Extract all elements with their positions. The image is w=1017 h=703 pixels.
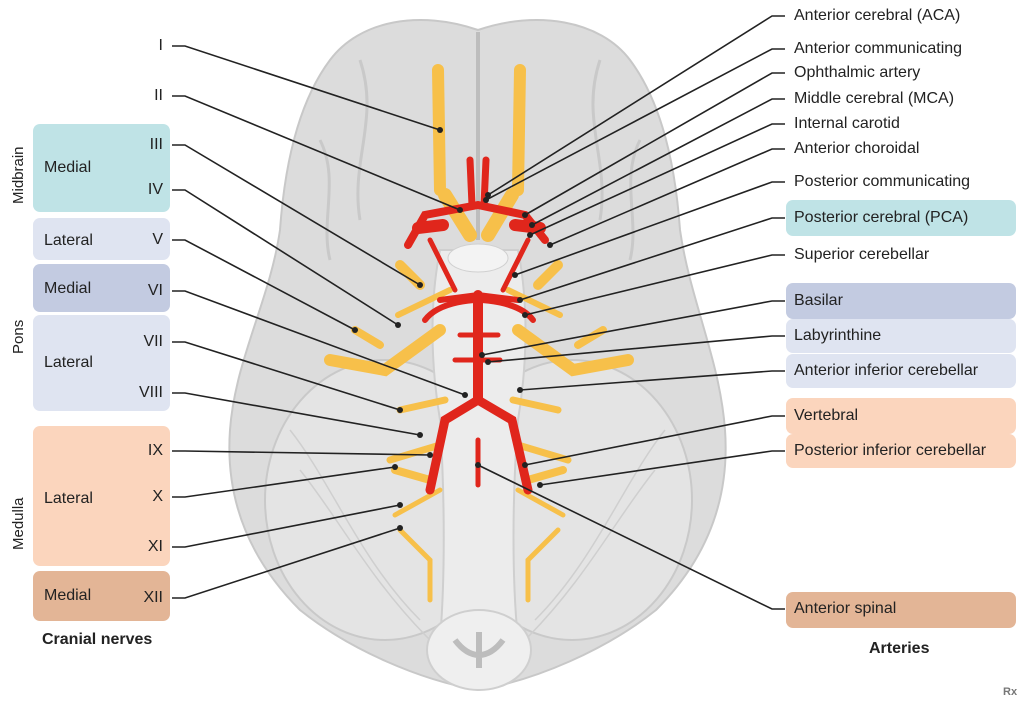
nerve-label: IV [130, 180, 163, 200]
arteries-title: Arteries [869, 640, 929, 658]
nerve-label: IX [130, 441, 163, 461]
nerve-label: X [130, 487, 163, 507]
region-midbrain: Midbrain [10, 146, 27, 204]
artery-label: Anterior spinal [794, 599, 896, 619]
group-pons-lateral-upper: Lateral [44, 231, 93, 251]
cranial-nerves-title: Cranial nerves [42, 631, 152, 649]
group-pons-medial: Medial [44, 279, 91, 299]
artery-label: Labyrinthine [794, 326, 881, 346]
nerve-label: XI [130, 537, 163, 557]
nerve-label: II [130, 86, 163, 106]
nerve-label: V [130, 230, 163, 250]
artery-label: Anterior inferior cerebellar [794, 361, 978, 381]
artery-label: Internal carotid [794, 114, 900, 134]
artery-label: Posterior cerebral (PCA) [794, 208, 968, 228]
artery-label: Vertebral [794, 406, 858, 426]
nerve-label: VIII [120, 383, 163, 403]
artery-label: Posterior communicating [794, 172, 970, 192]
nerve-label: III [130, 135, 163, 155]
artery-label: Anterior choroidal [794, 139, 919, 159]
artery-label: Basilar [794, 291, 843, 311]
nerve-label: VI [130, 281, 163, 301]
watermark: Rx [1003, 686, 1017, 698]
nerve-label: I [130, 36, 163, 56]
group-midbrain-medial: Medial [44, 158, 91, 178]
artery-label: Ophthalmic artery [794, 63, 920, 83]
artery-label: Middle cerebral (MCA) [794, 89, 954, 109]
artery-label: Superior cerebellar [794, 245, 929, 265]
artery-label: Anterior communicating [794, 39, 962, 59]
group-pons-lateral-lower: Lateral [44, 353, 93, 373]
nerve-label: XII [130, 588, 163, 608]
group-medulla-lateral: Lateral [44, 489, 93, 509]
artery-label: Posterior inferior cerebellar [794, 441, 986, 461]
artery-label: Anterior cerebral (ACA) [794, 6, 960, 26]
region-pons: Pons [10, 320, 27, 354]
nerve-label: VII [130, 332, 163, 352]
group-medulla-medial: Medial [44, 586, 91, 606]
region-medulla: Medulla [10, 497, 27, 550]
